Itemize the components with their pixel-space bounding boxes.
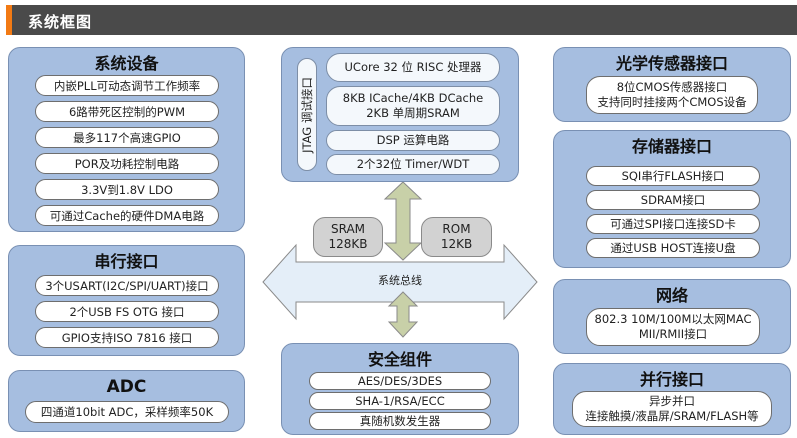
page-title: 系统框图 <box>28 13 93 31</box>
security-bus-double-arrow <box>387 291 419 338</box>
panel-title: 光学传感器接口 <box>615 54 728 73</box>
list-item: POR及功耗控制电路 <box>35 153 219 174</box>
list-item: 可通过SPI接口连接SD卡 <box>586 214 760 234</box>
list-item: SHA-1/RSA/ECC <box>309 392 491 410</box>
panel-title: 存储器接口 <box>631 137 712 156</box>
panel-parallel-interface: 并行接口 异步并口 连接触摸/液晶屏/SRAM/FLASH等 <box>553 363 791 435</box>
panel-title: 串行接口 <box>94 252 159 271</box>
list-item: 真随机数发生器 <box>309 412 491 430</box>
parallel-details: 异步并口 连接触摸/液晶屏/SRAM/FLASH等 <box>572 391 772 427</box>
list-item: 通过USB HOST连接U盘 <box>586 238 760 258</box>
list-item: 内嵌PLL可动态调节工作频率 <box>35 75 219 96</box>
panel-network: 网络 802.3 10M/100M以太网MAC MII/RMII接口 <box>553 279 791 354</box>
jtag-debug-interface: JTAG 调试接口 <box>297 58 317 171</box>
list-item: 6路带死区控制的PWM <box>35 101 219 122</box>
list-item: SQI串行FLASH接口 <box>586 166 760 186</box>
header-bar: 系统框图 <box>6 5 797 35</box>
optical-sensor-details: 8位CMOS传感器接口 支持同时挂接两个CMOS设备 <box>586 76 758 114</box>
panel-security: 安全组件 AES/DES/3DES SHA-1/RSA/ECC 真随机数发生器 <box>281 343 519 435</box>
rom-block: ROM 12KB <box>421 217 492 257</box>
panel-title: ADC <box>106 377 147 397</box>
list-item: AES/DES/3DES <box>309 372 491 390</box>
list-item: GPIO支持ISO 7816 接口 <box>35 327 219 348</box>
panel-core: JTAG 调试接口 UCore 32 位 RISC 处理器 8KB ICache… <box>281 47 519 182</box>
core-item-ucore: UCore 32 位 RISC 处理器 <box>326 53 500 82</box>
panel-system-devices: 系统设备 内嵌PLL可动态调节工作频率 6路带死区控制的PWM 最多117个高速… <box>8 47 245 232</box>
panel-title: 安全组件 <box>367 350 432 369</box>
panel-title: 网络 <box>655 286 688 305</box>
list-item: 四通道10bit ADC，采样频率50K <box>25 401 229 423</box>
core-item-timer: 2个32位 Timer/WDT <box>326 154 500 175</box>
network-details: 802.3 10M/100M以太网MAC MII/RMII接口 <box>586 308 760 346</box>
list-item: 3个USART(I2C/SPI/UART)接口 <box>35 275 219 296</box>
panel-optical-sensor: 光学传感器接口 8位CMOS传感器接口 支持同时挂接两个CMOS设备 <box>553 47 791 122</box>
core-bus-double-arrow <box>383 181 423 261</box>
sram-block: SRAM 128KB <box>313 217 383 257</box>
panel-adc: ADC 四通道10bit ADC，采样频率50K <box>8 370 245 432</box>
panel-title: 并行接口 <box>639 370 704 389</box>
list-item: SDRAM接口 <box>586 190 760 210</box>
system-bus-label: 系统总线 <box>378 274 422 287</box>
panel-storage-interface: 存储器接口 SQI串行FLASH接口 SDRAM接口 可通过SPI接口连接SD卡… <box>553 130 791 268</box>
panel-title: 系统设备 <box>94 54 159 73</box>
system-bus-arrow <box>262 243 538 321</box>
list-item: 最多117个高速GPIO <box>35 127 219 148</box>
core-item-dsp: DSP 运算电路 <box>326 130 500 151</box>
list-item: 3.3V到1.8V LDO <box>35 179 219 200</box>
list-item: 可通过Cache的硬件DMA电路 <box>35 205 219 226</box>
core-item-cache: 8KB ICache/4KB DCache 2KB 单周期SRAM <box>326 86 500 126</box>
header-accent <box>6 5 12 35</box>
panel-serial-interface: 串行接口 3个USART(I2C/SPI/UART)接口 2个USB FS OT… <box>8 245 245 356</box>
list-item: 2个USB FS OTG 接口 <box>35 301 219 322</box>
